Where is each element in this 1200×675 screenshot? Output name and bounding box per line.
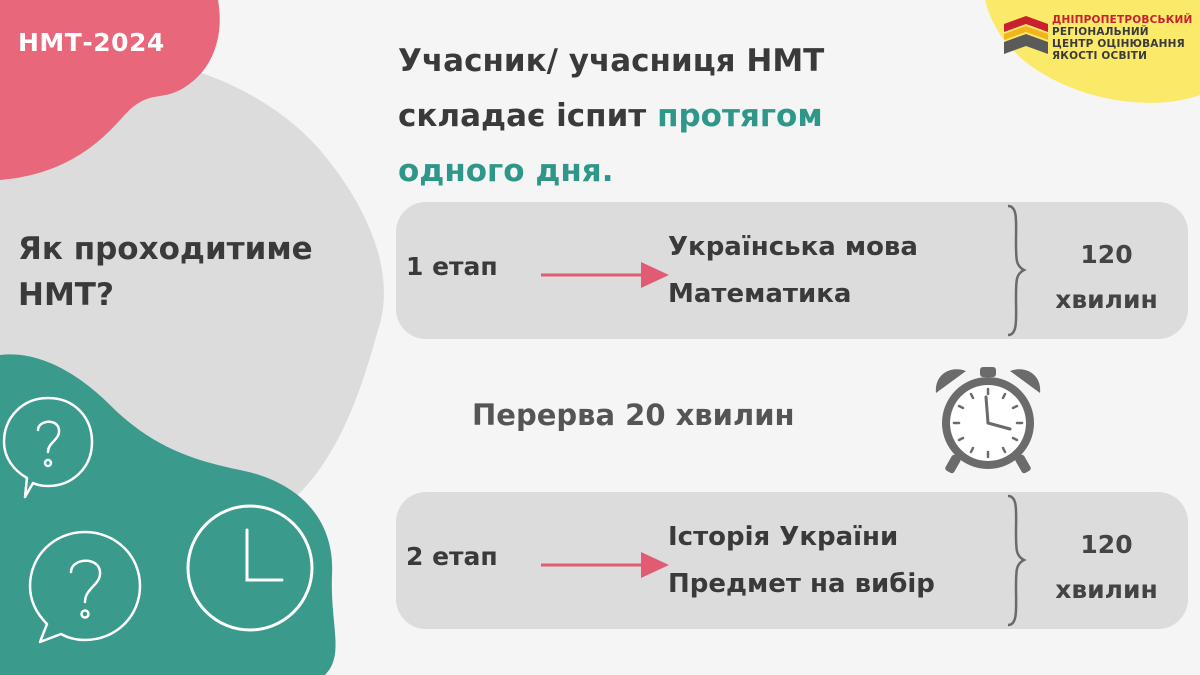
brace-icon: [1007, 204, 1027, 337]
headline: Учасник/ учасниця НМТ складає іспит прот…: [398, 34, 1018, 199]
teal-blob: [0, 354, 336, 675]
stage-2-label: 2 етап: [406, 542, 498, 571]
logo-line-1: ДНІПРОПЕТРОВСЬКИЙ: [1052, 14, 1193, 26]
pink-blob: [0, 0, 220, 180]
break-text: Перерва 20 хвилин: [472, 398, 795, 432]
headline-highlight-2: одного дня.: [398, 153, 614, 189]
subject-item: Математика: [668, 279, 852, 309]
subject-item: Історія України: [668, 522, 899, 552]
headline-highlight-1: протягом: [657, 98, 823, 134]
alarm-clock-icon: [935, 367, 1041, 474]
question-bubble-icon: [28, 530, 142, 644]
stage-1-subjects: Українська мова Математика: [668, 224, 918, 318]
headline-line-2: складає іспит протягом: [398, 89, 1018, 144]
stage-2-duration: 120 хвилин: [1034, 522, 1179, 612]
arrow-right-icon: [541, 552, 669, 578]
arrow-right-icon: [541, 262, 669, 288]
stage-1-label: 1 етап: [406, 252, 498, 281]
duration-number: 120: [1080, 240, 1133, 269]
logo-line-4: ЯКОСТІ ОСВІТИ: [1052, 50, 1148, 62]
stage-1-card: 1 етап Українська мова Математика 120 хв…: [396, 202, 1188, 339]
duration-unit: хвилин: [1055, 575, 1158, 604]
subject-item: Українська мова: [668, 232, 918, 262]
headline-line-1: Учасник/ учасниця НМТ: [398, 43, 825, 79]
tag-label: НМТ-2024: [18, 28, 165, 57]
stage-1-duration: 120 хвилин: [1034, 232, 1179, 322]
headline-line-2-prefix: складає іспит: [398, 98, 658, 134]
logo-mark-icon: [1004, 16, 1048, 54]
question-heading: Як проходитиме НМТ?: [18, 231, 313, 313]
logo-text: ДНІПРОПЕТРОВСЬКИЙ РЕГІОНАЛЬНИЙ ЦЕНТР ОЦІ…: [1052, 14, 1192, 62]
clock-icon: [186, 504, 314, 632]
logo-line-2: РЕГІОНАЛЬНИЙ: [1052, 26, 1149, 38]
stage-2-card: 2 етап Історія України Предмет на вибір …: [396, 492, 1188, 629]
question-bubble-icon: [2, 396, 94, 499]
brace-icon: [1007, 494, 1027, 627]
duration-number: 120: [1080, 530, 1133, 559]
stage-2-subjects: Історія України Предмет на вибір: [668, 514, 935, 608]
subject-item: Предмет на вибір: [668, 569, 935, 599]
duration-unit: хвилин: [1055, 285, 1158, 314]
logo-line-3: ЦЕНТР ОЦІНЮВАННЯ: [1052, 38, 1185, 50]
